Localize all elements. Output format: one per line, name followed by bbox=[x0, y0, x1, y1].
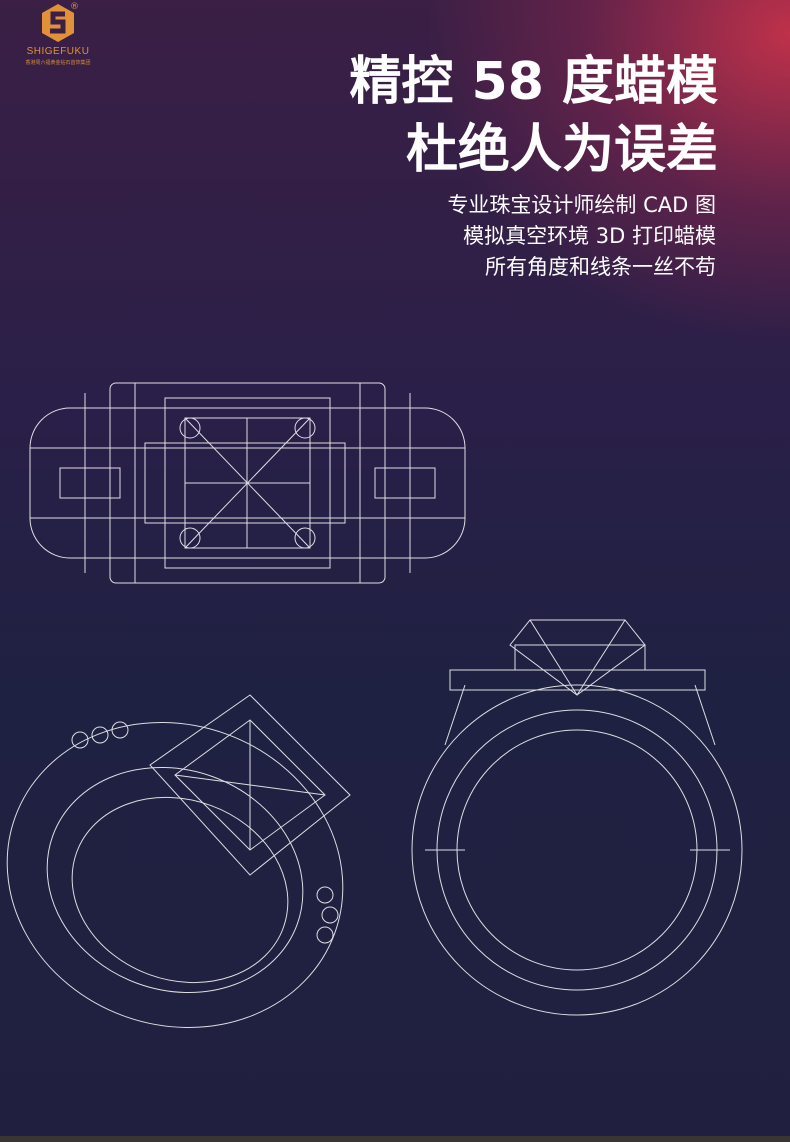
description-line-3: 所有角度和线条一丝不苟 bbox=[485, 255, 716, 279]
description: 专业珠宝设计师绘制 CAD 图 模拟真空环境 3D 打印蜡模 所有角度和线条一丝… bbox=[447, 190, 716, 283]
brand-logo: ® SHIGEFUKU 香港周六福黄金钻石首饰集团 bbox=[10, 2, 106, 66]
ring-side-view-wireframe bbox=[411, 619, 743, 1016]
background-glow bbox=[430, 0, 790, 340]
bottom-strip bbox=[0, 1136, 790, 1142]
logo-s-icon bbox=[42, 4, 74, 42]
description-line-1: 专业珠宝设计师绘制 CAD 图 bbox=[447, 193, 716, 217]
headline-line-2: 杜绝人为误差 bbox=[405, 120, 718, 180]
logo-brand-text: SHIGEFUKU bbox=[26, 46, 90, 57]
ring-perspective-wireframe bbox=[6, 694, 351, 1028]
description-line-2: 模拟真空环境 3D 打印蜡模 bbox=[463, 224, 716, 248]
headline: 精控 58 度蜡模 杜绝人为误差 bbox=[349, 48, 718, 184]
headline-line-1: 精控 58 度蜡模 bbox=[349, 52, 718, 112]
logo-subtitle: 香港周六福黄金钻石首饰集团 bbox=[25, 60, 91, 66]
registered-mark: ® bbox=[70, 2, 79, 12]
ring-top-view-wireframe bbox=[29, 382, 466, 584]
